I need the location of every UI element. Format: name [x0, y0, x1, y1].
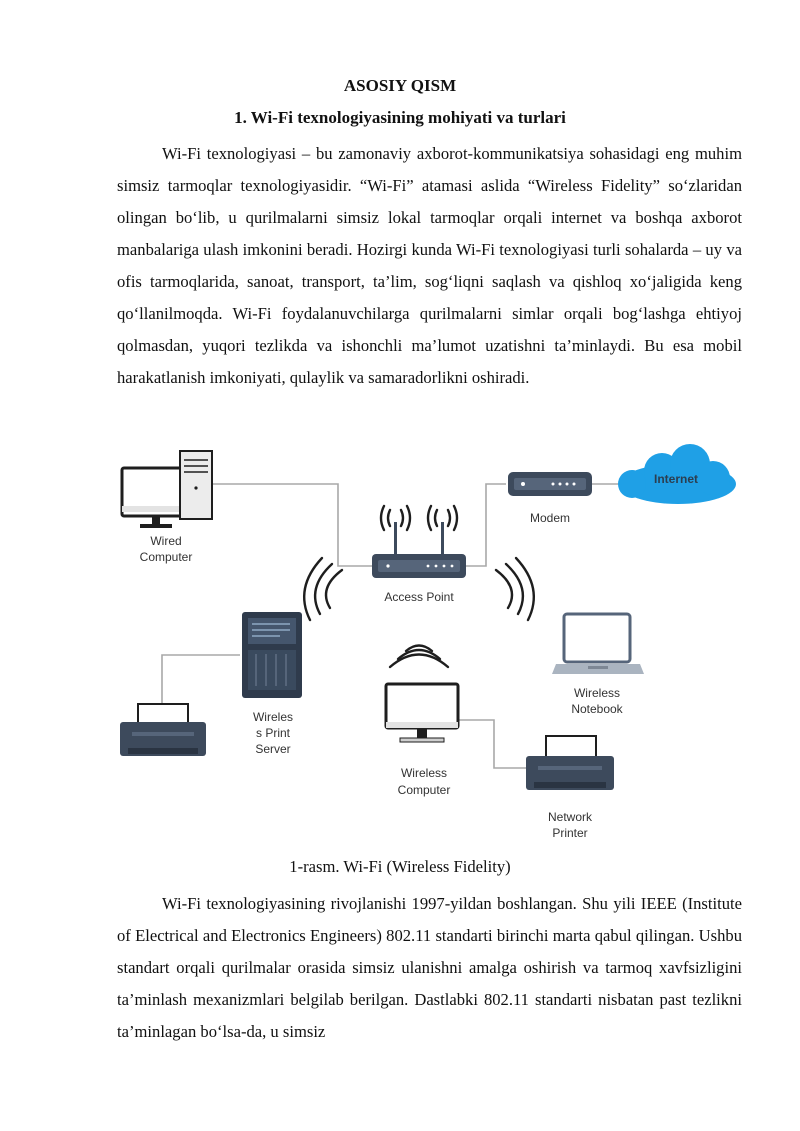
label-wireless-notebook-2: Notebook	[571, 702, 623, 716]
label-network-printer-2: Printer	[552, 826, 587, 840]
wifi-signal-bottom-icon	[388, 644, 450, 669]
paragraph-1: Wi-Fi texnologiyasi – bu zamonaviy axbor…	[117, 138, 742, 394]
wired-computer-icon	[120, 450, 213, 528]
label-modem: Modem	[530, 511, 570, 525]
printer-icon	[120, 703, 206, 756]
label-print-server-3: Server	[255, 742, 290, 756]
antenna-signal-icon	[379, 504, 459, 532]
wifi-signal-left-icon	[303, 556, 344, 622]
modem-icon	[508, 472, 592, 496]
paragraph-2-text: Wi-Fi texnologiyasining rivojlanishi 199…	[117, 894, 742, 1041]
wire-wireless-computer-to-printer	[458, 719, 528, 769]
label-access-point: Access Point	[384, 590, 454, 604]
label-wired-computer-1: Wired	[150, 534, 181, 548]
notebook-icon	[552, 612, 644, 674]
wireless-computer-icon	[384, 682, 460, 743]
wifi-signal-right-icon	[494, 556, 535, 622]
label-wireless-computer-1: Wireless	[401, 766, 447, 780]
label-network-printer-1: Network	[548, 810, 593, 824]
paragraph-2: Wi-Fi texnologiyasining rivojlanishi 199…	[117, 888, 742, 1048]
wire-computer-to-ap	[212, 483, 372, 567]
section-title: ASOSIY QISM	[343, 76, 457, 95]
figure-caption: 1-rasm. Wi-Fi (Wireless Fidelity)	[289, 857, 511, 876]
network-printer-icon	[526, 735, 614, 790]
wire-ap-to-modem	[466, 483, 506, 567]
print-server-icon	[242, 612, 302, 698]
paragraph-1-text: Wi-Fi texnologiyasi – bu zamonaviy axbor…	[117, 144, 742, 387]
label-wired-computer-2: Computer	[140, 550, 193, 564]
label-print-server-1: Wireles	[253, 710, 293, 724]
label-wireless-computer-2: Computer	[398, 783, 451, 797]
wifi-network-diagram: Wired Computer Modem Internet	[120, 444, 736, 840]
subsection-title: 1. Wi-Fi texnologiyasining mohiyati va t…	[234, 108, 566, 127]
access-point-icon	[372, 522, 466, 578]
label-wireless-notebook-1: Wireless	[574, 686, 620, 700]
internet-cloud-icon	[618, 444, 736, 504]
label-internet: Internet	[654, 472, 698, 486]
label-print-server-2: s Print	[256, 726, 291, 740]
wire-printer-to-print-server	[161, 654, 240, 706]
